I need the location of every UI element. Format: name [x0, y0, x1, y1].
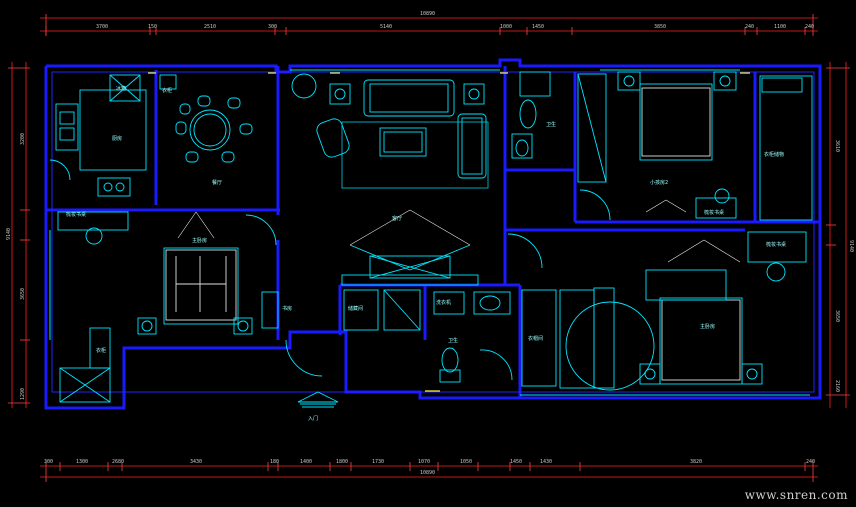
dim-right-seg: 3610 [834, 140, 840, 152]
dim-top-seg: 3850 [654, 24, 666, 30]
label-fridge: 冰箱 [116, 85, 126, 92]
label-kitchen: 厨房 [112, 135, 122, 142]
dim-bottom-seg: 240 [806, 459, 815, 465]
dim-right-total: 9140 [848, 240, 854, 252]
label-desk-left: 梳妆书桌 [66, 211, 86, 218]
label-desk-right2: 梳妆书桌 [766, 241, 786, 248]
label-bedroom-left: 主卧房 [192, 237, 207, 244]
label-dining: 餐厅 [212, 179, 222, 186]
dim-top-seg: 240 [805, 24, 814, 30]
dim-bottom-seg: 1400 [300, 459, 312, 465]
dim-top-seg: 2510 [204, 24, 216, 30]
dim-top-seg: 300 [268, 24, 277, 30]
dim-top-seg: 1100 [774, 24, 786, 30]
dim-bottom-seg: 1800 [336, 459, 348, 465]
dimension-labels: 10890 10890 3700 150 2510 300 5140 1000 … [6, 11, 854, 476]
furniture [49, 71, 813, 408]
label-bathroom2: 卫生 [448, 337, 458, 344]
dim-bottom-seg: 180 [270, 459, 279, 465]
dim-bottom-seg: 1730 [372, 459, 384, 465]
dim-left-seg: 1290 [20, 388, 26, 400]
label-entrance: 入门 [308, 415, 318, 422]
dim-bottom-seg: 1430 [540, 459, 552, 465]
label-storage: 储藏间 [348, 305, 363, 312]
label-bedroom-top-right: 小孩房2 [650, 179, 668, 186]
dim-bottom-seg: 1070 [418, 459, 430, 465]
dim-top-seg: 5140 [380, 24, 392, 30]
dim-bottom-seg: 1050 [460, 459, 472, 465]
dim-left-total: 9140 [6, 228, 12, 240]
label-study: 书房 [282, 305, 292, 312]
room-labels: 厨房 餐厅 客厅 卫生 卫生 主卧房 小孩房2 主卧房 衣帽间 储藏间 书房 入… [66, 85, 786, 422]
watermark: www.snren.com [744, 488, 848, 502]
dim-right-seg: 2160 [834, 380, 840, 392]
label-bathroom1: 卫生 [546, 121, 556, 128]
dim-bottom-seg: 1300 [76, 459, 88, 465]
label-desk-right: 梳妆书桌 [704, 209, 724, 216]
dim-top-seg: 240 [745, 24, 754, 30]
dim-top-seg: 1450 [532, 24, 544, 30]
dim-top-seg: 1000 [500, 24, 512, 30]
dim-left-seg: 3200 [20, 133, 26, 145]
label-living: 客厅 [392, 215, 402, 222]
label-bedroom-bottom-right: 主卧房 [700, 323, 715, 330]
dim-top-total: 10890 [420, 11, 435, 17]
dim-bottom-seg: 1450 [510, 459, 522, 465]
dim-bottom-seg: 2680 [112, 459, 124, 465]
dim-top-seg: 150 [148, 24, 157, 30]
dim-bottom-seg: 3820 [690, 459, 702, 465]
label-small: 衣柜 [162, 87, 172, 94]
dim-bottom-total: 10890 [420, 470, 435, 476]
dim-top-seg: 3700 [96, 24, 108, 30]
label-wash: 洗衣机 [436, 299, 451, 306]
dim-bottom-seg: 300 [44, 459, 53, 465]
dim-bottom-seg: 3430 [190, 459, 202, 465]
dim-left-seg: 3650 [20, 288, 26, 300]
dimension-lines [8, 14, 850, 482]
label-closet-right: 衣柜储物 [764, 151, 784, 158]
dim-right-seg: 3650 [834, 310, 840, 322]
label-x: 衣柜 [96, 347, 106, 354]
label-wardrobe: 衣帽间 [528, 335, 543, 342]
